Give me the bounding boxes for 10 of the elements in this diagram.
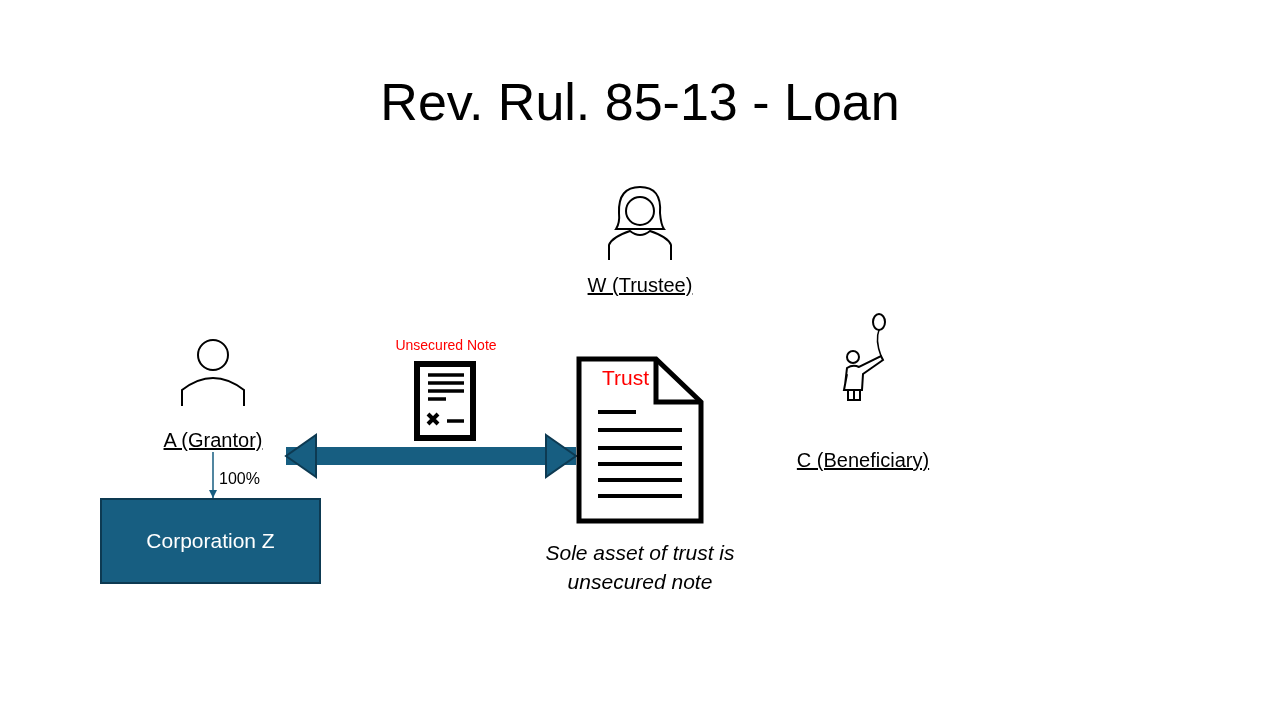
party-label: A (Grantor) — [162, 429, 264, 452]
arrow — [209, 451, 217, 499]
note-label: Unsecured Note — [394, 337, 498, 353]
party-label: W (Trustee) — [586, 274, 694, 297]
note-text: Sole asset of trust is unsecured note — [544, 540, 736, 595]
document-title: Trust — [602, 366, 650, 390]
slide-title: Rev. Rul. 85-13 - Loan — [379, 72, 901, 132]
party-label: C (Beneficiary) — [795, 449, 931, 472]
entity-box: Corporation Z — [100, 498, 321, 584]
double-arrow — [285, 434, 577, 478]
